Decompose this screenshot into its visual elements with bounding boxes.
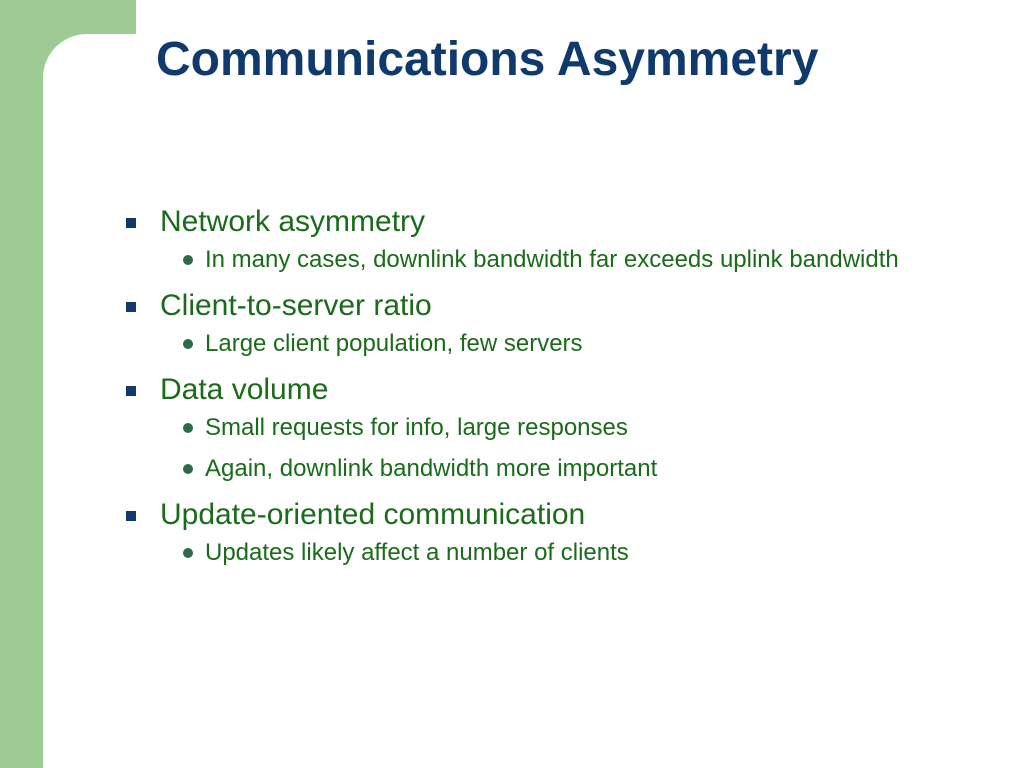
sub-bullet-text: In many cases, downlink bandwidth far ex… (205, 246, 899, 273)
square-bullet-icon (126, 218, 136, 228)
sub-bullet-list: Small requests for info, large responses… (160, 412, 924, 485)
sub-bullet: Again, downlink bandwidth more important (169, 453, 905, 485)
round-bullet-icon (183, 548, 193, 558)
bullet-text: Client-to-server ratio (160, 289, 432, 322)
bullet-network-asymmetry: Network asymmetry In many cases, downlin… (124, 204, 924, 276)
round-bullet-icon (183, 339, 193, 349)
round-bullet-icon (183, 423, 193, 433)
sub-bullet-text: Updates likely affect a number of client… (205, 539, 629, 566)
content-panel (43, 34, 1024, 768)
bullet-text: Data volume (160, 373, 329, 406)
slide-title: Communications Asymmetry (156, 33, 819, 86)
square-bullet-icon (126, 302, 136, 312)
bullet-text: Network asymmetry (160, 205, 426, 238)
bullet-update-oriented-communication: Update-oriented communication Updates li… (124, 497, 924, 569)
sub-bullet-list: Updates likely affect a number of client… (160, 537, 924, 569)
sub-bullet: Small requests for info, large responses (169, 412, 905, 444)
sub-bullet-text: Again, downlink bandwidth more important (205, 455, 658, 482)
sub-bullet: In many cases, downlink bandwidth far ex… (169, 244, 905, 276)
bullet-list: Network asymmetry In many cases, downlin… (124, 204, 924, 569)
sub-bullet: Large client population, few servers (169, 328, 905, 360)
sub-bullet-list: In many cases, downlink bandwidth far ex… (160, 244, 924, 276)
sub-bullet-text: Large client population, few servers (205, 330, 583, 357)
round-bullet-icon (183, 255, 193, 265)
sub-bullet-text: Small requests for info, large responses (205, 414, 628, 441)
round-bullet-icon (183, 464, 193, 474)
sub-bullet-list: Large client population, few servers (160, 328, 924, 360)
bullet-data-volume: Data volume Small requests for info, lar… (124, 372, 924, 485)
bullet-text: Update-oriented communication (160, 498, 586, 531)
square-bullet-icon (126, 386, 136, 396)
bullet-client-server-ratio: Client-to-server ratio Large client popu… (124, 288, 924, 360)
sub-bullet: Updates likely affect a number of client… (169, 537, 905, 569)
square-bullet-icon (126, 511, 136, 521)
